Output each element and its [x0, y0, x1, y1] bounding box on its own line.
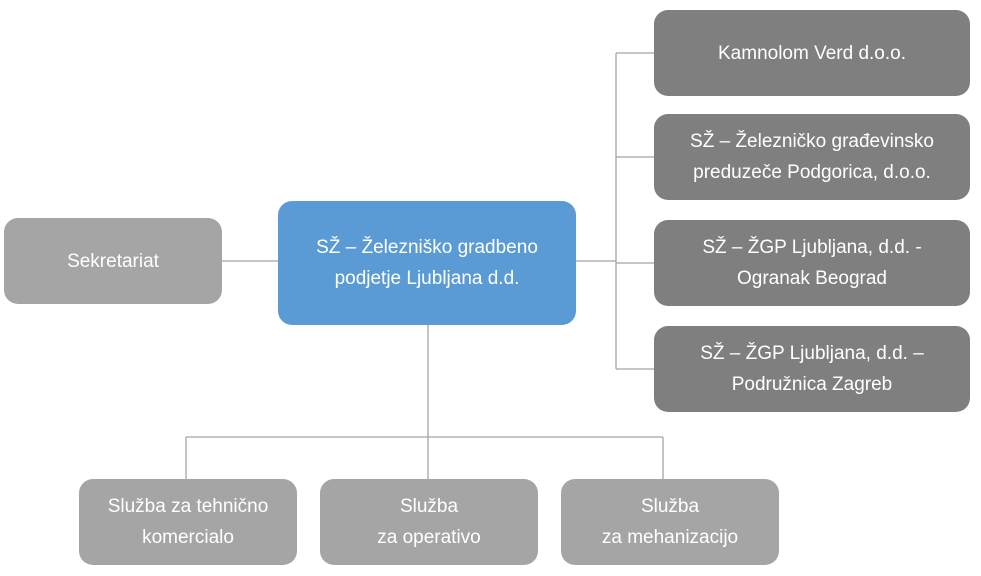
department-2-line-1: Služba [399, 496, 459, 517]
department-box-3: Služba za mehanizacijo [561, 479, 779, 565]
root-line-1: SŽ – Železniško gradbeno [316, 237, 538, 258]
department-2-line-2: za operativo [377, 527, 481, 548]
subsidiary-4-line-2: Podružnica Zagreb [731, 374, 893, 395]
subsidiary-3-line-2: Ogranak Beograd [737, 268, 887, 289]
subsidiary-box-3: SŽ – ŽGP Ljubljana, d.d. - Ogranak Beogr… [654, 220, 970, 306]
subsidiary-2-line-2: preduzeče Podgorica, d.o.o. [693, 162, 931, 183]
sekretariat-label: Sekretariat [67, 250, 159, 272]
department-1-line-2: komercialo [142, 527, 234, 548]
subsidiary-box-4: SŽ – ŽGP Ljubljana, d.d. – Podružnica Za… [654, 326, 970, 412]
subsidiary-3-line-1: SŽ – ŽGP Ljubljana, d.d. - [702, 237, 922, 258]
department-box-1: Služba za tehnično komercialo [79, 479, 297, 565]
department-3-line-2: za mehanizacijo [601, 527, 739, 548]
root-line-2: podjetje Ljubljana d.d. [334, 268, 520, 289]
department-1-line-1: Služba za tehnično [107, 496, 269, 517]
sekretariat-box: Sekretariat [4, 218, 222, 304]
root-company-box: SŽ – Železniško gradbeno podjetje Ljublj… [278, 201, 576, 325]
department-box-2: Služba za operativo [320, 479, 538, 565]
subsidiary-box-2: SŽ – Železničko građevinsko preduzeče Po… [654, 114, 970, 200]
department-3-line-1: Služba [640, 496, 700, 517]
subsidiary-box-1: Kamnolom Verd d.o.o. [654, 10, 970, 96]
subsidiary-1-line-1: Kamnolom Verd d.o.o. [718, 42, 906, 64]
subsidiary-2-line-1: SŽ – Železničko građevinsko [690, 131, 934, 152]
subsidiary-4-line-1: SŽ – ŽGP Ljubljana, d.d. – [700, 343, 924, 364]
